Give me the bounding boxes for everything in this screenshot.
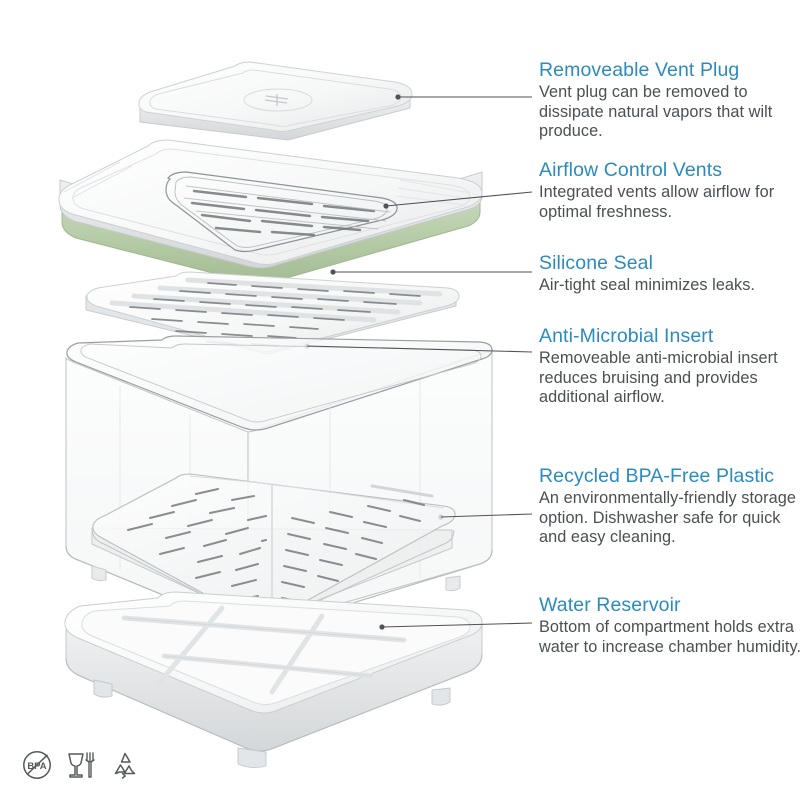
callout-airflow: Airflow Control Vents Integrated vents a… [539,159,800,222]
callout-vent-plug: Removeable Vent Plug Vent plug can be re… [539,59,800,142]
callout-dot-airflow [383,203,389,209]
bpa-free-icon-label: BPA [27,761,46,772]
callout-title-seal: Silicone Seal [539,252,654,274]
product-exploded-illustration [58,61,493,769]
callout-body-water: Bottom of compartment holds extra water … [539,618,800,656]
callout-title-airflow: Airflow Control Vents [539,159,723,181]
callout-insert: Anti-Microbial Insert Removeable anti-mi… [539,325,800,408]
callout-body-seal: Air-tight seal minimizes leaks. [539,276,755,294]
callout-title-insert: Anti-Microbial Insert [539,325,714,347]
callout-dot-seal [330,269,336,275]
callout-water: Water Reservoir Bottom of compartment ho… [539,594,800,657]
callout-seal: Silicone Seal Air-tight seal minimizes l… [539,252,800,296]
callout-body-vent-plug: Vent plug can be removed to dissipate na… [539,83,773,141]
bpa-free-icon: BPA [23,751,51,779]
airflow-vent-grille [165,171,398,253]
callout-dot-vent-plug [395,94,401,100]
callout-body-airflow: Integrated vents allow airflow for optim… [539,183,775,221]
anti-microbial-insert-part [85,271,460,355]
vent-plug-part [138,61,413,141]
callout-title-vent-plug: Removeable Vent Plug [539,59,740,81]
food-safe-icon [68,752,95,778]
lid-part [58,139,483,285]
callout-body-plastic: An environmentally-friendly storage opti… [539,489,796,547]
callout-title-plastic: Recycled BPA-Free Plastic [539,465,775,487]
callout-body-insert: Removeable anti-microbial insert reduces… [539,349,778,407]
certification-icons: BPA [20,748,142,782]
callout-plastic: Recycled BPA-Free Plastic An environment… [539,465,800,548]
recycle-icon [114,752,136,779]
water-reservoir-base-part [64,591,483,769]
callout-title-water: Water Reservoir [539,594,681,616]
callout-dot-water [379,624,385,630]
vent-plug-logo [264,94,289,106]
